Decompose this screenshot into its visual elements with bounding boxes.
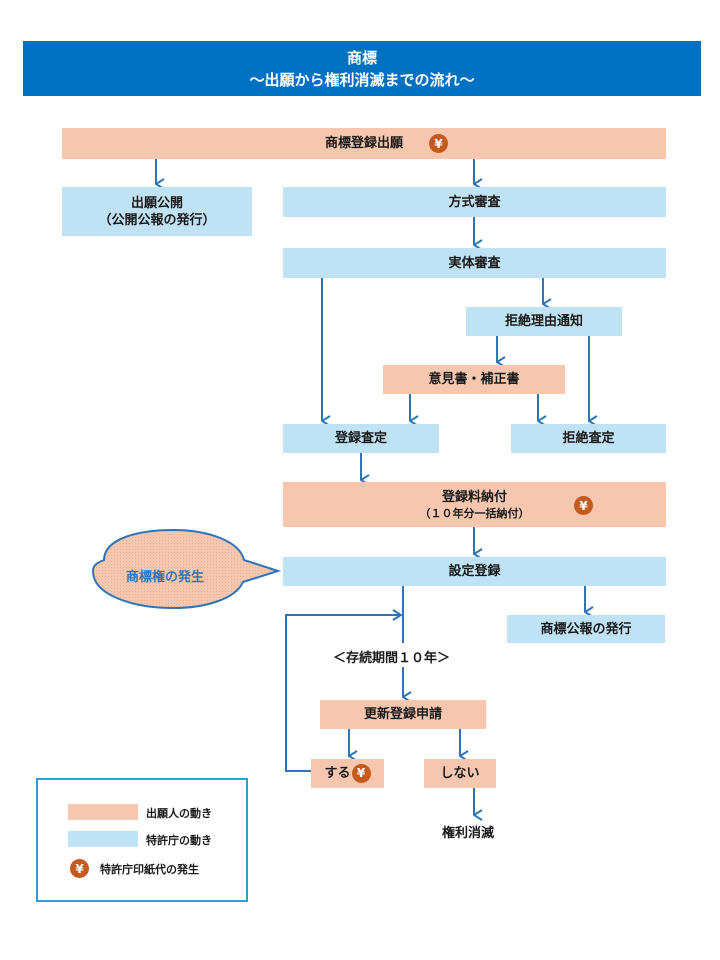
- fee-icon: ¥: [574, 496, 593, 515]
- box-registration-decision: 登録査定: [283, 424, 439, 453]
- box-refusal-notice: 拒絶理由通知: [466, 307, 622, 336]
- box-opinion-amendment: 意見書・補正書: [383, 365, 565, 394]
- label-formality-exam: 方式審査: [448, 194, 501, 210]
- label-renew-yes: する: [324, 766, 351, 781]
- box-registration-fee-payment: 登録料納付 （１０年分一括納付）: [283, 482, 666, 527]
- label-renew-no: しない: [440, 766, 480, 781]
- box-renew-yes: する ¥: [311, 759, 384, 788]
- box-gazette-publication: 商標公報の発行: [507, 615, 665, 643]
- label-fee-payment: 登録料納付: [441, 489, 507, 505]
- box-renew-no: しない: [424, 759, 496, 788]
- label-fee-payment-sub: （１０年分一括納付）: [419, 506, 530, 520]
- header-subtitle: ～出願から権利消滅までの流れ～: [249, 70, 475, 89]
- label-right-extinction: 権利消滅: [442, 826, 495, 841]
- legend-fee-icon: ¥: [70, 859, 89, 878]
- box-substantive-exam: 実体審査: [283, 248, 666, 278]
- label-registration-decision: 登録査定: [334, 431, 387, 446]
- label-renewal-application: 更新登録申請: [363, 707, 442, 722]
- fee-icon: ¥: [429, 134, 448, 153]
- loop-renewal-back: [285, 615, 401, 772]
- label-refusal-decision: 拒絶査定: [562, 431, 615, 446]
- label-trademark-application: 商標登録出願: [324, 136, 403, 151]
- header-title: 商標: [346, 48, 377, 67]
- legend-swatch-office: [68, 831, 138, 847]
- label-gazette: 商標公報の発行: [540, 621, 632, 637]
- label-duration: ＜存続期間１０年＞: [333, 651, 451, 666]
- label-substantive-exam: 実体審査: [448, 255, 501, 271]
- callout-bubble: [91, 528, 282, 610]
- legend-label-fee: 特許庁印紙代の発生: [100, 863, 199, 876]
- legend-swatch-applicant: [68, 804, 138, 820]
- label-establishment-registration: 設定登録: [448, 564, 501, 579]
- box-trademark-application: 商標登録出願: [62, 128, 666, 159]
- fee-icon: ¥: [351, 764, 371, 783]
- box-renewal-application: 更新登録申請: [320, 700, 486, 729]
- box-establishment-registration: 設定登録: [283, 557, 666, 586]
- box-application-publication: 出願公開 （公開公報の発行）: [62, 187, 252, 236]
- label-publication: 出願公開: [130, 195, 183, 211]
- diagram-header: 商標 ～出願から権利消滅までの流れ～: [23, 41, 701, 96]
- legend-label-office: 特許庁の動き: [146, 834, 212, 847]
- callout-right-established: 商標権の発生: [125, 570, 204, 585]
- label-refusal-notice: 拒絶理由通知: [504, 314, 583, 329]
- box-formality-exam: 方式審査: [283, 187, 666, 217]
- label-publication-sub: （公開公報の発行）: [98, 212, 216, 228]
- box-refusal-decision: 拒絶査定: [511, 424, 666, 453]
- label-opinion-amendment: 意見書・補正書: [428, 372, 520, 387]
- legend: 出願人の動き 特許庁の動き ¥ 特許庁印紙代の発生: [36, 778, 248, 902]
- legend-label-applicant: 出願人の動き: [146, 807, 212, 820]
